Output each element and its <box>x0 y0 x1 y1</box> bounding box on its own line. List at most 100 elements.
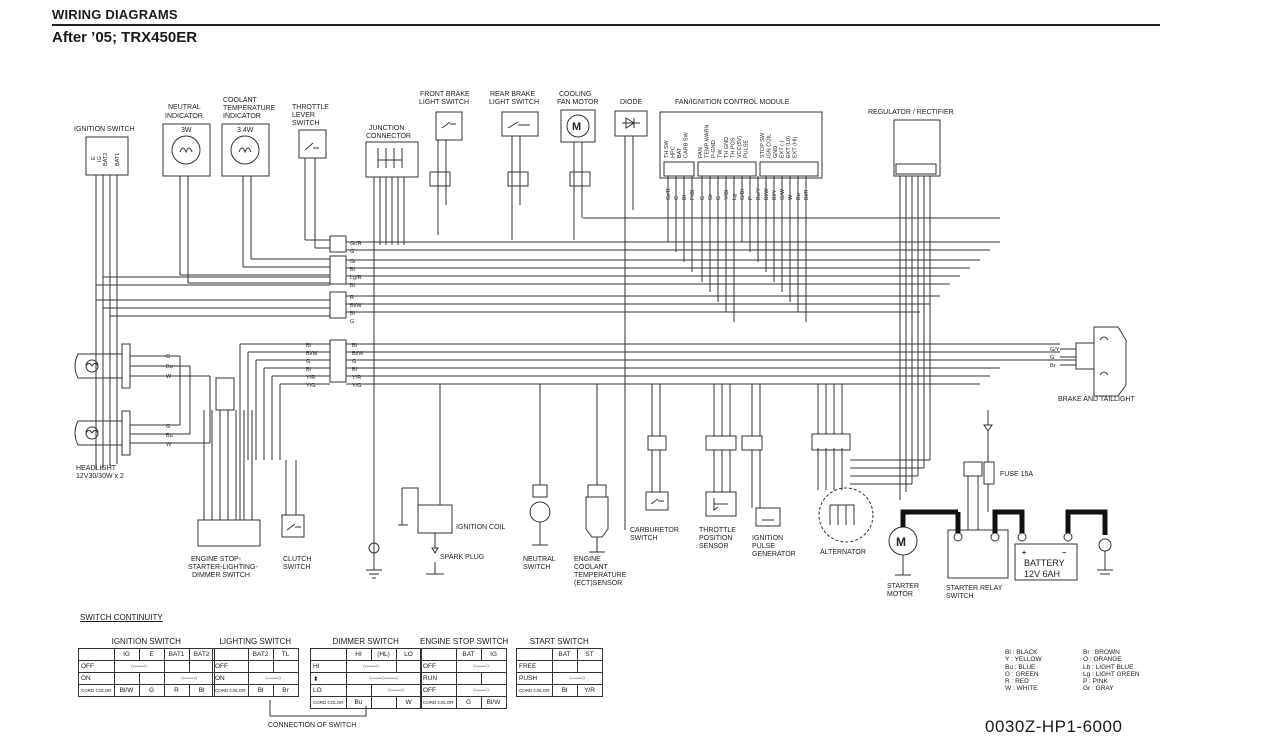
starter-relay-label-1: STARTER RELAY <box>946 585 1003 592</box>
ect-label-2: COOLANT <box>574 564 609 571</box>
component-feed-wires <box>95 136 634 555</box>
svg-text:+: + <box>1022 550 1026 557</box>
cooling-fan-label-1: COOLING <box>559 91 591 98</box>
ect-label-1: ENGINE <box>574 556 601 563</box>
module-pin-label: TW <box>718 149 724 158</box>
module-wire-label: Bl <box>682 195 688 200</box>
module-pin-label: HPC <box>671 146 677 158</box>
ignition-coil-label: IGNITION COIL <box>456 524 506 531</box>
module-pin-label: TH GND <box>724 137 730 158</box>
harness-label: Gr <box>350 259 356 265</box>
junction-ground <box>366 542 382 579</box>
carb-label-2: SWITCH <box>630 535 658 542</box>
headlight-lower <box>74 356 211 456</box>
dimmer-switch-table: DIMMER SWITCH HI(HL)LO HI○──○ ⬍○──○──○ L… <box>310 637 422 709</box>
connection-note: CONNECTION OF SWITCH <box>268 722 357 729</box>
tps-label-3: SENSOR <box>699 543 729 550</box>
throttle-lever-label-2: LEVER <box>292 112 315 119</box>
module-pin-label: GND <box>773 146 779 158</box>
module-pin-label: PULSE <box>744 140 750 158</box>
dimmer-harness-label: G <box>306 359 310 365</box>
module-pin-label: TH POS <box>731 137 737 158</box>
dimmer-harness-label: Y/R <box>306 375 315 381</box>
diode-label: DIODE <box>620 99 643 106</box>
svg-text:W: W <box>166 374 172 380</box>
cooling-fan-label-2: FAN MOTOR <box>557 99 598 106</box>
brake-taillight <box>1093 326 1127 397</box>
harness-label: Bl/W <box>350 303 362 309</box>
svg-text:G/Y: G/Y <box>1050 347 1060 353</box>
fuse-label: FUSE 15A <box>1000 471 1033 478</box>
dimmer-harness-label: Bl <box>352 367 357 373</box>
header-rule <box>52 24 1160 26</box>
module-wire-label: Gr/R <box>666 188 672 200</box>
throttle-lever-label-1: THROTTLE <box>292 104 329 111</box>
module-wire-label: Bu/Y <box>756 188 762 200</box>
module-wire-label: Bu <box>796 193 802 200</box>
dimmer-harness-label: Y/G <box>306 383 315 389</box>
ect-sensor <box>585 384 609 553</box>
dimmer-harness-label: Bl/W <box>352 351 364 357</box>
document-id: 0030Z-HP1-6000 <box>985 717 1123 736</box>
harness-label: G <box>350 249 354 255</box>
module-wire-label: G <box>700 196 706 200</box>
svg-text:W: W <box>166 442 172 448</box>
tps-label-2: POSITION <box>699 535 732 542</box>
harness-label: Gr/R <box>350 241 362 247</box>
module-wire-label: Lg <box>732 194 738 200</box>
battery-label-2: 12V 6AH <box>1024 569 1060 579</box>
junction-connector-label-1: JUNCTION <box>369 125 404 132</box>
pulse-label-3: GENERATOR <box>752 551 796 558</box>
clutch-label-1: CLUTCH <box>283 556 311 563</box>
fan-motor-symbol: M <box>572 121 581 133</box>
module-pin-label: EXT (L0) <box>786 136 792 158</box>
main-harness <box>96 217 1076 385</box>
svg-text:E: E <box>91 156 97 160</box>
module-pin-label: IGN COIL <box>767 134 773 158</box>
harness-label: Bl <box>350 283 355 289</box>
engine-stop-label-3: DIMMER SWITCH <box>192 572 250 579</box>
module-pin-label: EXT (-) <box>780 140 786 158</box>
svg-text:BAT2: BAT2 <box>103 153 109 166</box>
dimmer-harness-label: Bl <box>352 343 357 349</box>
throttle-lever-label-3: SWITCH <box>292 120 320 127</box>
harness-label: Lg/R <box>350 275 362 281</box>
dimmer-harness-label: Y/R <box>352 375 361 381</box>
top-labels: IGNITION SWITCH NEUTRAL INDICATOR COOLAN… <box>74 91 954 140</box>
clutch-label-2: SWITCH <box>283 564 311 571</box>
taillight-wire-labels: G/Y G Br <box>1050 347 1060 369</box>
engine-stop-label-1: ENGINE STOP- <box>191 556 242 563</box>
module-wire-label: Bl/Y <box>772 190 778 200</box>
module-pin-label: TH SW <box>664 139 670 158</box>
svg-text:Br: Br <box>1050 363 1056 369</box>
model-title: After ’05; TRX450ER <box>52 29 198 46</box>
module-wire-label: G/Bl <box>740 189 746 200</box>
dimmer-harness-label: Bl <box>306 343 311 349</box>
dimmer-harness-label: Bl <box>306 367 311 373</box>
svg-text:−: − <box>1062 550 1066 557</box>
svg-text:M: M <box>896 535 906 549</box>
junction-connector-label-2: CONNECTOR <box>366 133 411 140</box>
neutral-indicator: 3W <box>162 123 211 177</box>
headlight-label-2: 12V30/30W x 2 <box>76 473 124 480</box>
svg-text:G: G <box>166 424 170 430</box>
coolant-indicator-label-1: COOLANT <box>223 97 258 104</box>
front-brake-switch <box>435 111 463 141</box>
coolant-indicator: 3.4W <box>221 123 270 177</box>
svg-text:Bu: Bu <box>166 433 173 439</box>
neutral-switch-label-1: NEUTRAL <box>523 556 556 563</box>
module-wire-label: W <box>788 194 794 200</box>
dimmer-harness-label: G <box>352 359 356 365</box>
regulator-rectifier <box>893 119 941 177</box>
tps-label-1: THROTTLE <box>699 527 736 534</box>
svg-text:IG: IG <box>97 156 103 162</box>
spark-plug-label: SPARK PLUG <box>440 554 484 561</box>
module-pin-label: FAN <box>698 147 704 158</box>
neutral-indicator-label-2: INDICATOR <box>165 113 203 120</box>
throttle-lever-switch <box>298 129 327 159</box>
